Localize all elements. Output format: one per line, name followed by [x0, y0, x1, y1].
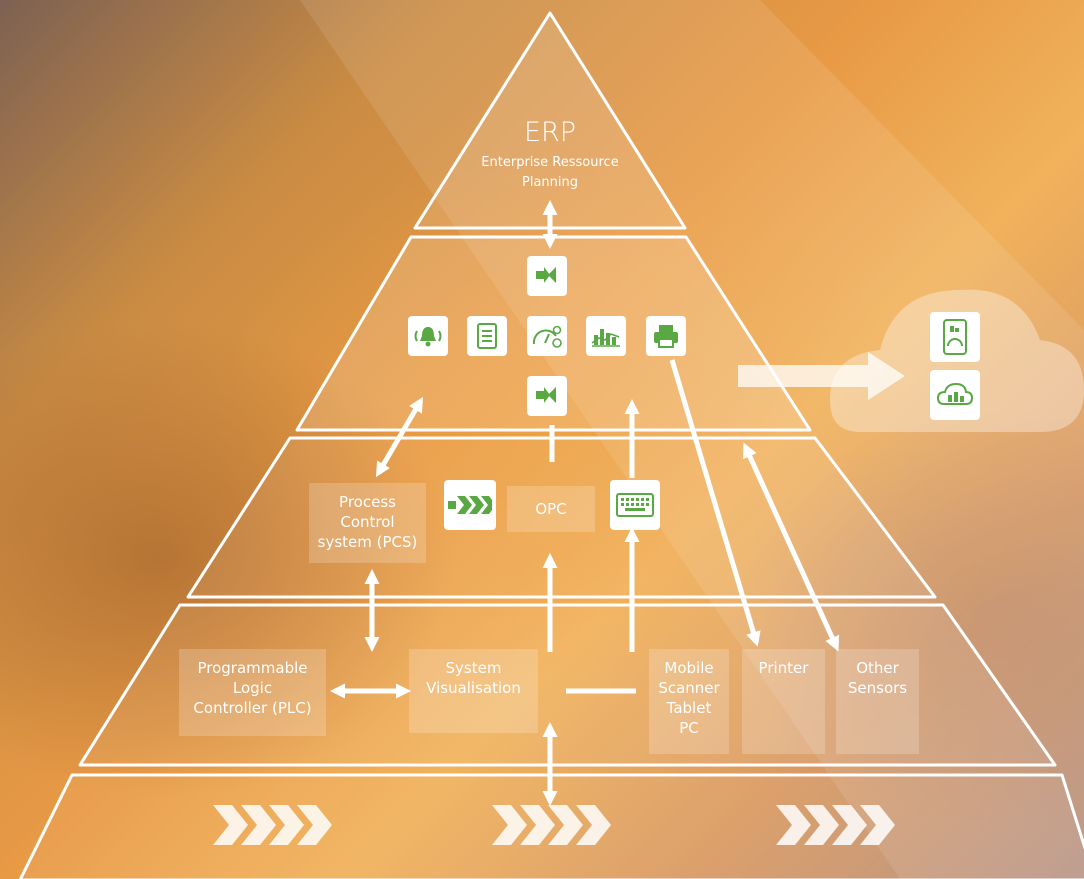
erp-subtitle: Enterprise Ressource Planning: [481, 155, 619, 190]
converge-arrows-tile-top: [527, 256, 567, 296]
keyboard-tile: [610, 480, 660, 530]
gauge-tile: [527, 316, 567, 356]
cloud-factory-tile: [930, 370, 980, 420]
forward-chevrons-tile: [444, 480, 496, 530]
converge-arrows-icon: [536, 387, 556, 403]
tablet-dashboard-tile: [930, 312, 980, 362]
opc-box: OPC: [507, 486, 595, 532]
printer-icon: [654, 325, 678, 348]
tablet-dashboard-icon: [943, 319, 967, 355]
field-chevrons-right: [776, 805, 895, 845]
mobile-box: Mobile Scanner Tablet PC: [649, 649, 729, 754]
alarm-bell-icon: [414, 327, 442, 347]
arrow-to-cloud: [738, 352, 905, 400]
field-chevrons-left: [213, 805, 332, 845]
cloud-factory-icon: [936, 382, 974, 405]
printer-box: Printer: [742, 649, 825, 754]
pcs-box: Process Control system (PCS): [309, 483, 426, 563]
bar-chart-icon: [591, 329, 620, 347]
arrow-printer: [669, 359, 761, 647]
gauge-icon: [532, 325, 562, 348]
arrow-mes-pcs: [375, 396, 424, 478]
arrow-other-sensors: [742, 442, 840, 652]
document-tile: [467, 316, 507, 356]
erp-title: ERP: [523, 117, 577, 148]
converge-arrows-tile-bottom: [527, 376, 567, 416]
printer-tile: [646, 316, 686, 356]
keyboard-icon: [616, 493, 654, 517]
plc-box: Programmable Logic Controller (PLC): [179, 649, 326, 736]
alarm-tile: [408, 316, 448, 356]
field-chevrons-center: [492, 805, 611, 845]
bar-chart-tile: [586, 316, 626, 356]
system-visualisation-box: System Visualisation: [409, 649, 538, 733]
converge-arrows-icon: [536, 267, 556, 283]
document-icon: [477, 323, 497, 349]
other-sensors-box: Other Sensors: [836, 649, 919, 754]
forward-chevrons-icon: [448, 496, 492, 514]
